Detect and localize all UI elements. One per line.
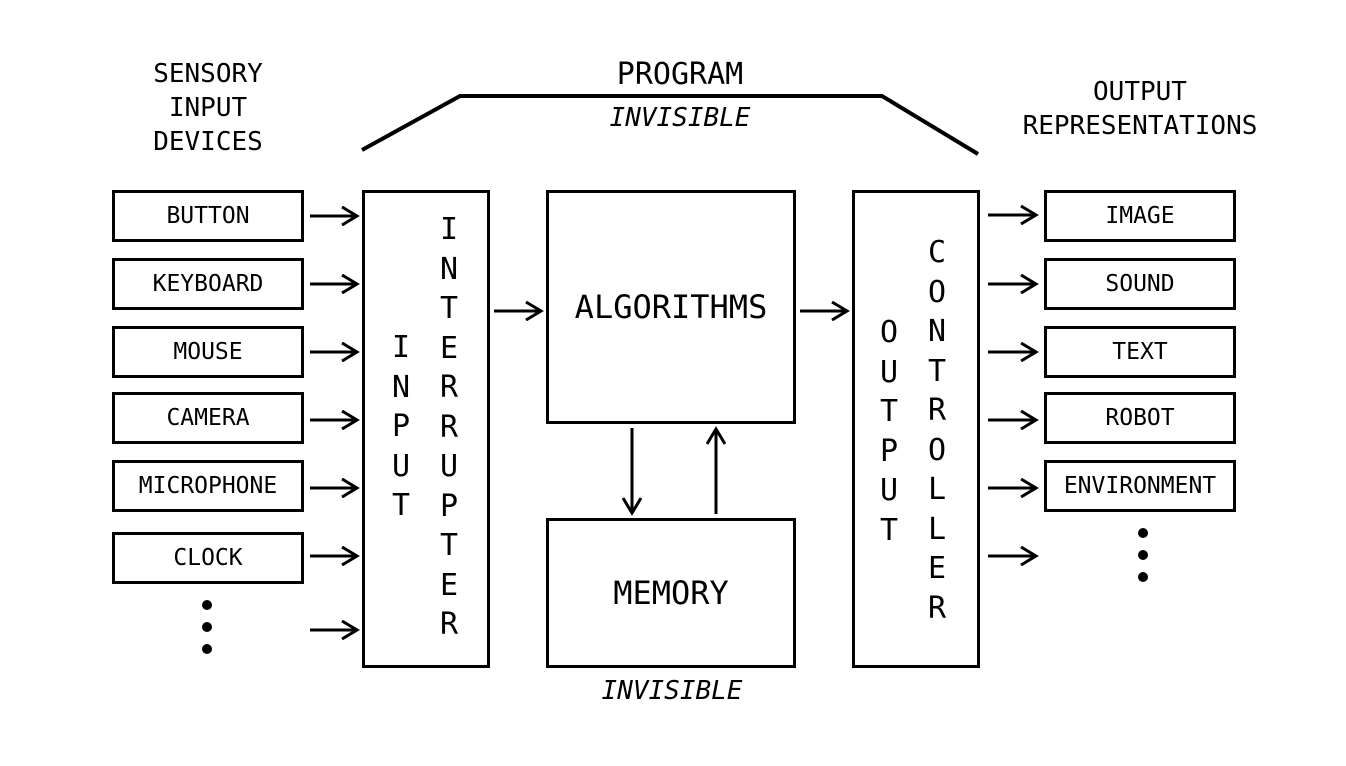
output-controller-word2-letter: L [928,472,947,507]
output-title: OUTPUT REPRESENTATIONS [1022,77,1258,141]
input-interrupter-word2-letter: P [440,488,459,524]
output-controller-word2-letter: O [928,432,947,468]
algorithms-box: ALGORITHMS [546,190,796,424]
output-ellipsis [1138,528,1148,594]
input-interrupter-word2-letter: T [440,291,459,326]
output-controller-word1-letter: T [880,394,899,429]
output-controller-word2-letter: C [928,235,947,270]
input-interrupter-word2-letter: U [440,449,459,484]
output-robot: ROBOT [1044,392,1236,444]
output-controller-word2-letter: N [928,314,947,349]
output-controller-word1-letter: T [880,512,899,548]
output-environment: ENVIRONMENT [1044,460,1236,512]
input-interrupter-word2-letter: E [440,567,459,603]
output-image: IMAGE [1044,190,1236,242]
sensory-title: SENSORY INPUT DEVICES [153,59,263,157]
input-interrupter-word2-letter: I [440,212,459,247]
input-interrupter-word1-letter: T [392,488,411,523]
input-interrupter-word2-letter: E [440,330,459,366]
input-interrupter-word2-letter: R [440,370,459,405]
input-interrupter-word1-letter: N [392,369,411,405]
memory-caption: INVISIBLE [601,676,743,706]
memory-box: MEMORY [546,518,796,668]
output-controller-word1-letter: P [880,433,899,469]
input-device-button: BUTTON [112,190,304,242]
input-interrupter-word2-letter: T [440,528,459,563]
output-controller-word2-letter: T [928,353,947,389]
input-interrupter-word2-letter: R [440,607,459,642]
arrows [310,215,1036,630]
output-controller-word2-letter: O [928,274,947,310]
output-text: TEXT [1044,326,1236,378]
program-bracket [361,94,980,156]
output-controller-word2-letter: L [928,511,947,547]
input-device-clock: CLOCK [112,532,304,584]
program-title: PROGRAM [616,57,744,92]
input-interrupter-word2-letter: R [440,409,459,445]
output-controller-box [852,190,980,668]
input-interrupter-word1-letter: P [392,409,411,444]
output-controller-word1-letter: O [880,315,899,350]
input-device-keyboard: KEYBOARD [112,258,304,310]
output-controller-word1-letter: U [880,473,899,508]
output-sound: SOUND [1044,258,1236,310]
output-controller-word2-letter: E [928,551,947,586]
output-controller-word2-letter: R [928,590,947,626]
input-device-microphone: MICROPHONE [112,460,304,512]
output-controller-word2-letter: R [928,393,947,428]
input-ellipsis [202,600,212,666]
program-subtitle: INVISIBLE [609,103,751,133]
input-device-mouse: MOUSE [112,326,304,378]
output-controller-word1-letter: U [880,354,899,390]
input-interrupter-word1-letter: U [392,448,411,484]
input-interrupter-word1-letter: I [392,330,411,365]
input-interrupter-box [362,190,490,668]
input-interrupter-word2-letter: N [440,251,459,287]
input-device-camera: CAMERA [112,392,304,444]
